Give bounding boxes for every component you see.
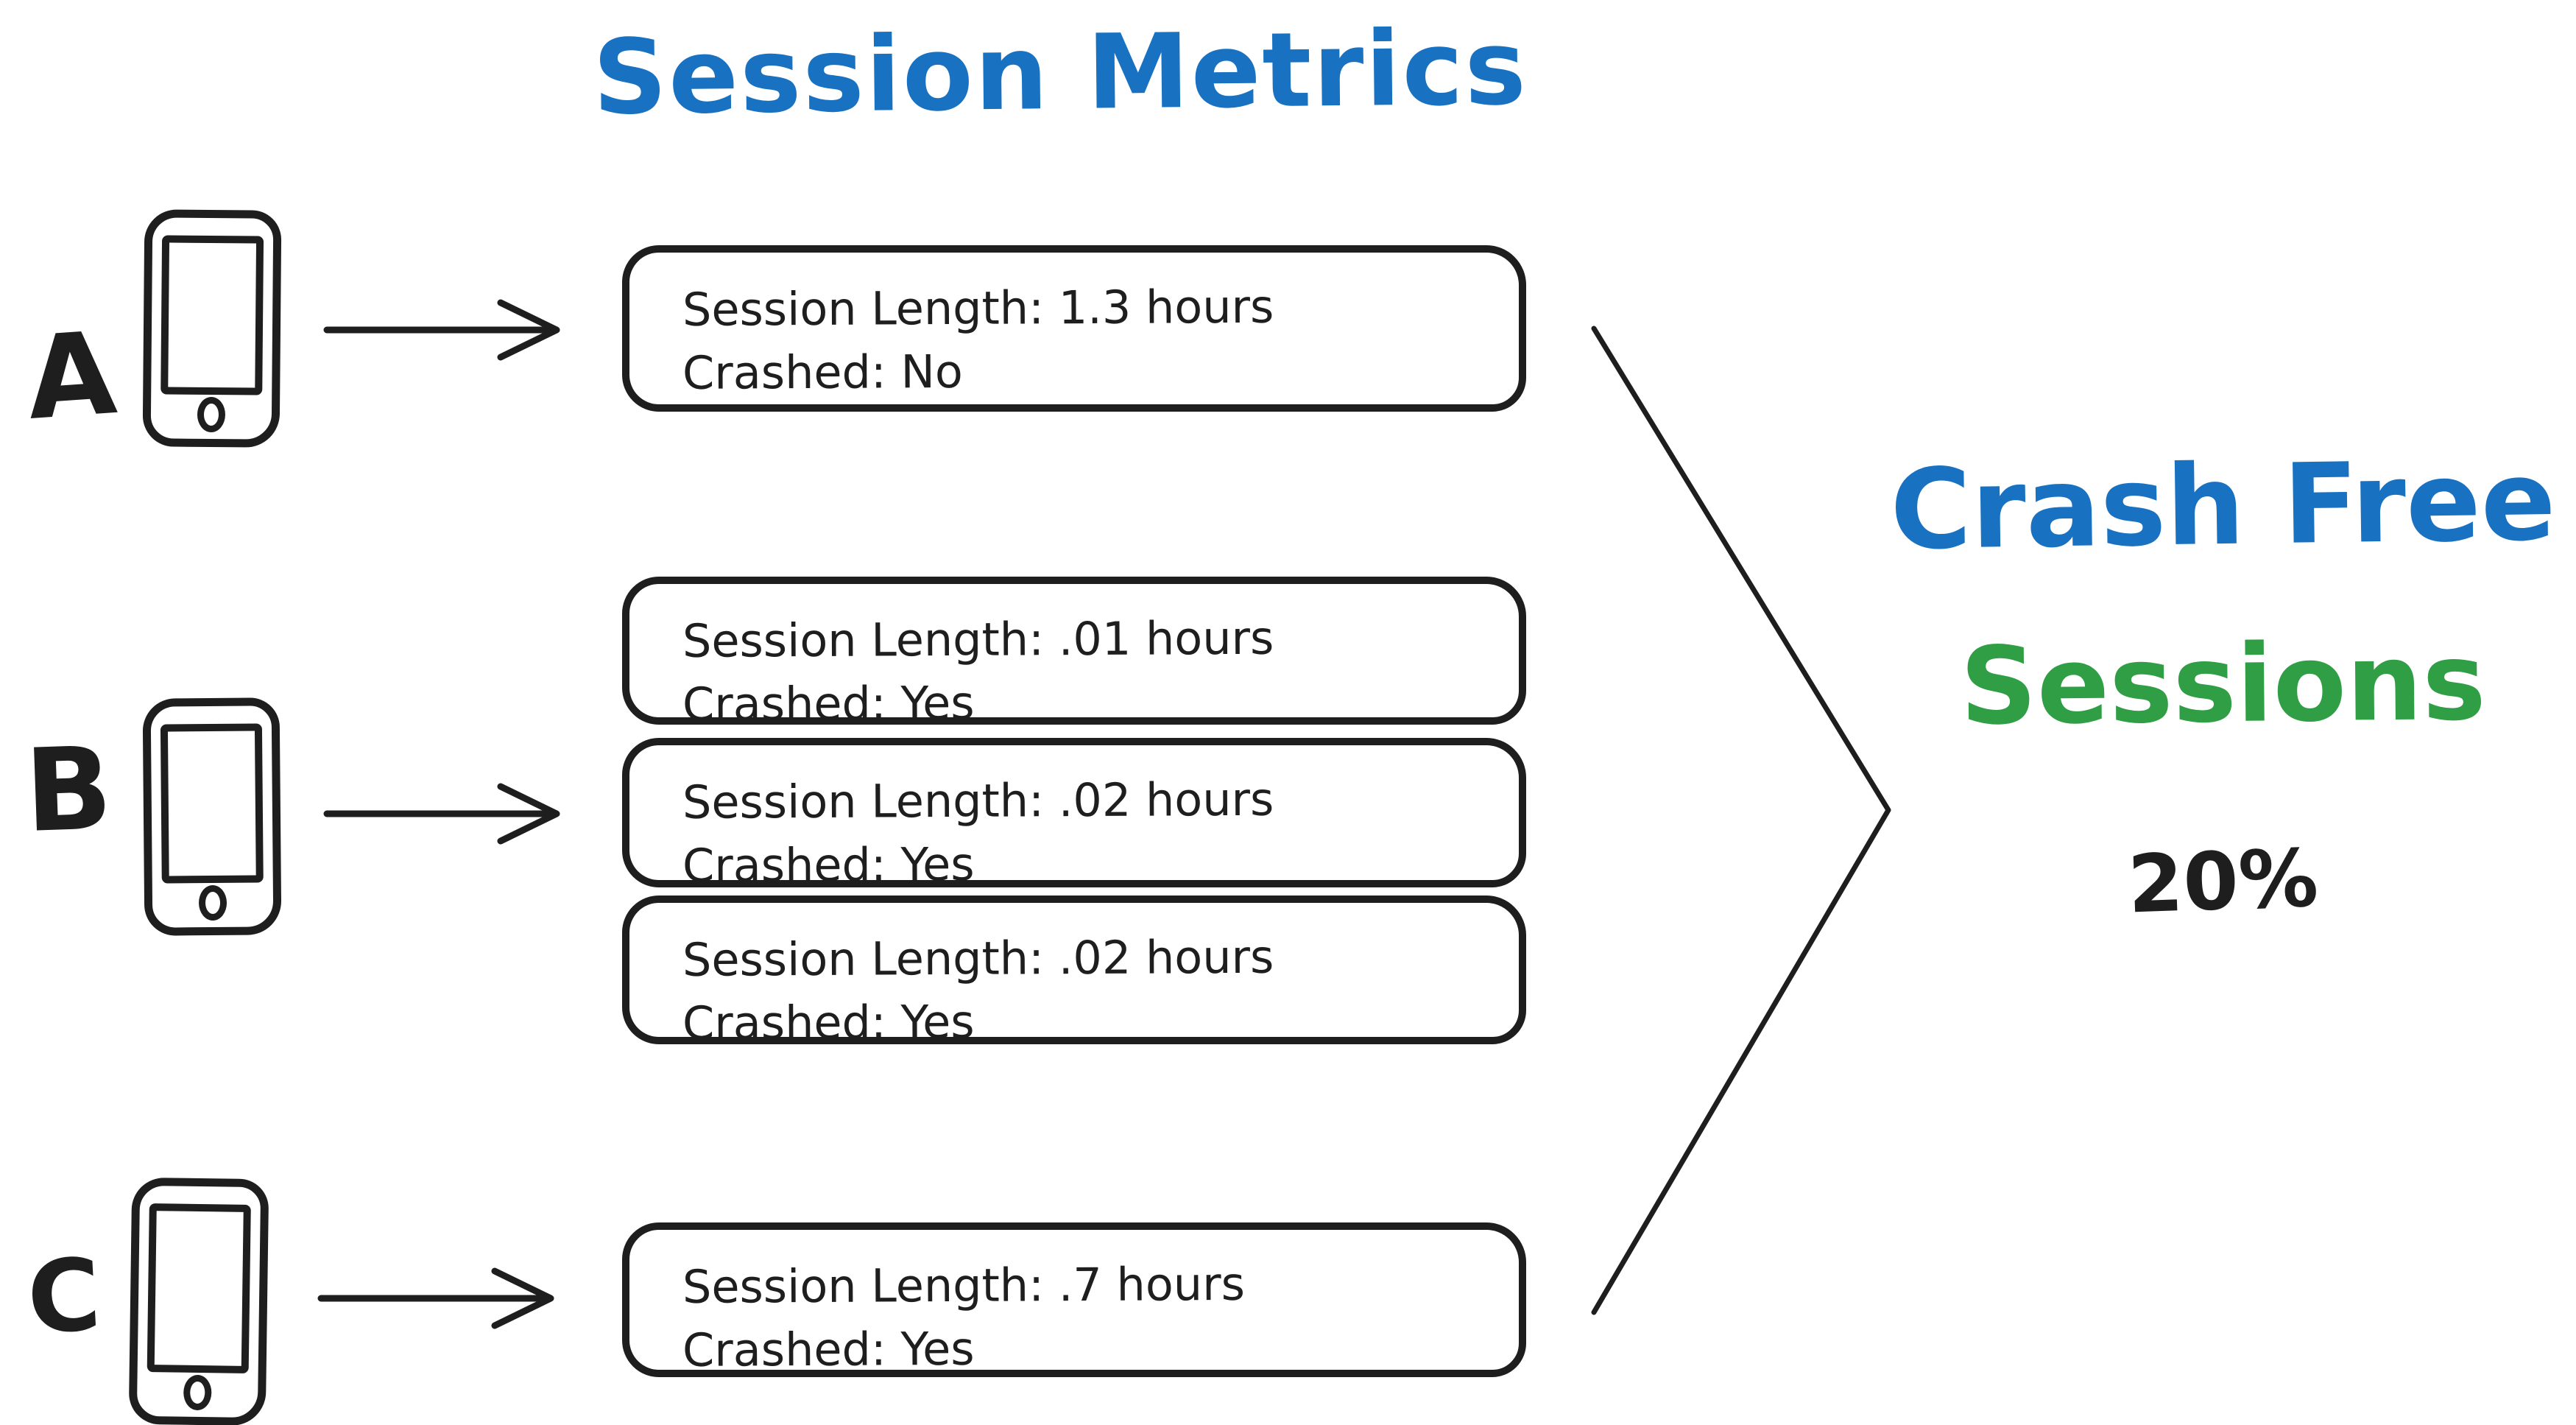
arrow-b-right-icon [323,783,560,845]
result-title-line2: Sessions [1959,619,2487,750]
session-length-text: Session Length: .01 hours [682,611,1274,668]
result-percentage: 20% [2126,832,2320,932]
phone-home-button-icon [198,884,227,921]
phone-home-button-icon [183,1374,212,1411]
merge-chevron-icon [1591,326,1891,1315]
crashed-text: Crashed: Yes [682,837,975,893]
session-length-text: Session Length: .02 hours [682,772,1274,829]
phone-b-icon [142,697,282,936]
session-box-c1: Session Length: .7 hours Crashed: Yes [622,1222,1526,1377]
phone-c-icon [128,1177,269,1425]
arrow-a-right-icon [323,299,560,361]
session-length-text: Session Length: 1.3 hours [682,279,1274,337]
arrow-c-right-icon [317,1267,554,1329]
diagram-title: Session Metrics [592,8,1528,138]
device-b-label: B [22,721,115,859]
crashed-text: Crashed: Yes [682,1321,975,1377]
device-a-label: A [22,306,121,446]
session-length-text: Session Length: .7 hours [682,1256,1246,1314]
session-box-a1: Session Length: 1.3 hours Crashed: No [622,245,1526,412]
session-box-b2: Session Length: .02 hours Crashed: Yes [622,738,1526,892]
session-box-b1: Session Length: .01 hours Crashed: Yes [622,577,1526,731]
device-c-label: C [24,1236,104,1357]
phone-screen [160,235,264,395]
session-length-text: Session Length: .02 hours [682,929,1274,987]
crashed-text: Crashed: Yes [682,994,975,1050]
phone-home-button-icon [197,396,226,433]
session-box-b3: Session Length: .02 hours Crashed: Yes [622,896,1526,1049]
crashed-text: Crashed: Yes [682,675,975,731]
crashed-text: Crashed: No [682,344,963,400]
phone-screen [160,723,264,884]
phone-screen [147,1203,251,1373]
result-title-line1: Crash Free [1889,437,2557,575]
phone-a-icon [142,209,282,448]
